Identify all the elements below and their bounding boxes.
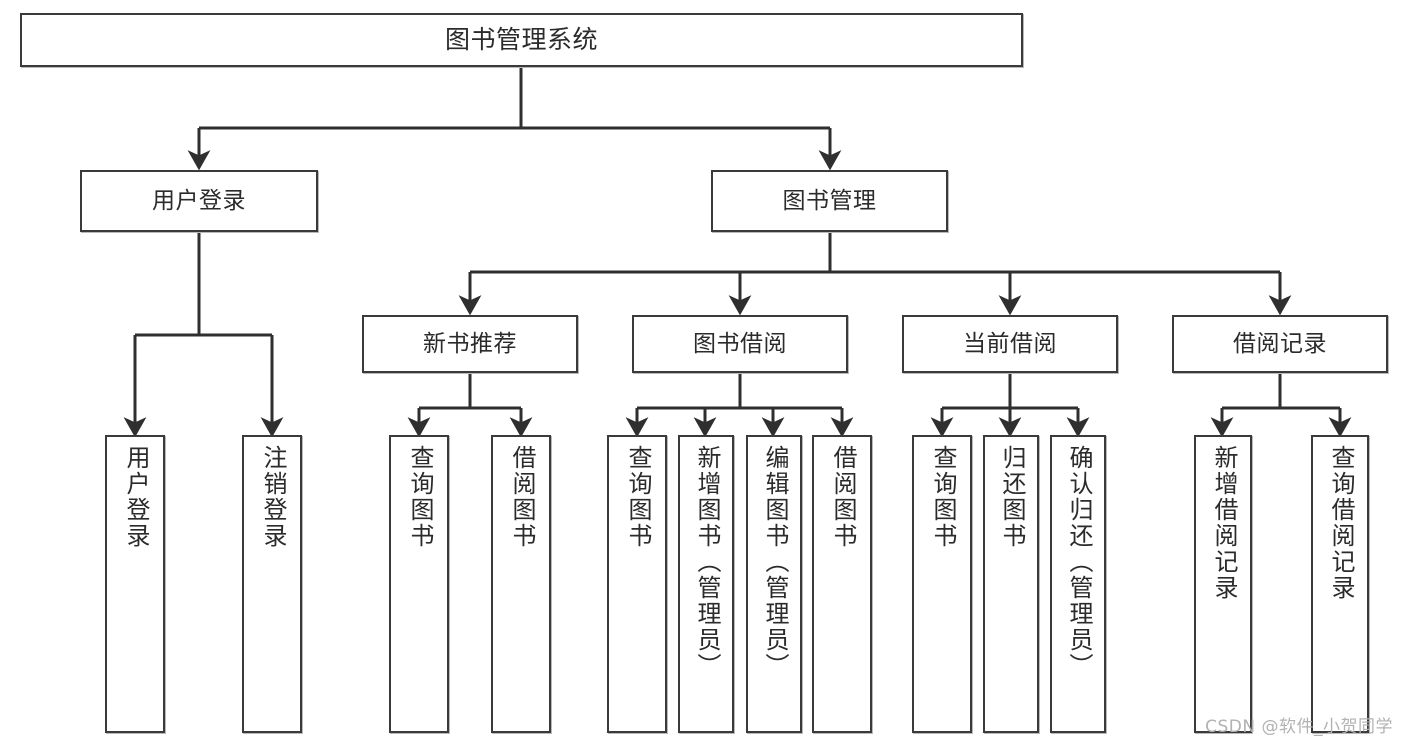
node-label: 借阅图书 — [828, 445, 857, 549]
node-borrow-record[interactable]: 借阅记录 — [1172, 315, 1388, 373]
node-leaf-add-record[interactable]: 新增借阅记录 — [1194, 435, 1252, 733]
node-label: 归还图书 — [997, 445, 1026, 549]
node-label: 查询借阅记录 — [1326, 445, 1355, 601]
node-label: 借阅记录 — [1233, 330, 1327, 357]
node-book-borrow[interactable]: 图书借阅 — [632, 315, 848, 373]
node-label: 新书推荐 — [423, 330, 517, 357]
node-label: 图书管理系统 — [444, 24, 598, 54]
node-leaf-query-book-2[interactable]: 查询图书 — [607, 435, 667, 733]
node-leaf-user-login[interactable]: 用户登录 — [105, 435, 165, 733]
node-leaf-query-record[interactable]: 查询借阅记录 — [1311, 435, 1369, 733]
node-user-login[interactable]: 用户登录 — [80, 170, 318, 232]
node-leaf-edit-book[interactable]: 编辑图书（管理员） — [746, 435, 802, 733]
node-label: 当前借阅 — [963, 330, 1057, 357]
node-leaf-return-book[interactable]: 归还图书 — [983, 435, 1039, 733]
node-label: 新增借阅记录 — [1209, 445, 1238, 601]
node-current-borrow[interactable]: 当前借阅 — [902, 315, 1118, 373]
node-label: 注销登录 — [258, 445, 287, 549]
node-root-system[interactable]: 图书管理系统 — [20, 13, 1023, 67]
node-label: 查询图书 — [623, 445, 652, 549]
node-leaf-confirm-return[interactable]: 确认归还（管理员） — [1050, 435, 1106, 733]
node-leaf-query-book-1[interactable]: 查询图书 — [389, 435, 449, 733]
node-label: 图书管理 — [782, 187, 877, 214]
node-leaf-borrow-book-2[interactable]: 借阅图书 — [812, 435, 872, 733]
node-leaf-add-book[interactable]: 新增图书（管理员） — [678, 435, 734, 733]
node-book-manage[interactable]: 图书管理 — [711, 170, 948, 232]
node-new-book-recommend[interactable]: 新书推荐 — [362, 315, 578, 373]
node-leaf-logout-login[interactable]: 注销登录 — [242, 435, 302, 733]
node-leaf-borrow-book-1[interactable]: 借阅图书 — [491, 435, 551, 733]
node-label: 查询图书 — [405, 445, 434, 549]
node-label: 用户登录 — [152, 187, 246, 214]
node-leaf-query-book-3[interactable]: 查询图书 — [912, 435, 972, 733]
node-label: 借阅图书 — [507, 445, 536, 549]
watermark-text: CSDN @软件_小贺同学 — [1205, 717, 1393, 737]
node-label: 新增图书（管理员） — [692, 445, 721, 679]
node-label: 编辑图书（管理员） — [760, 445, 789, 679]
node-label: 确认归还（管理员） — [1064, 445, 1093, 679]
node-label: 图书借阅 — [693, 330, 787, 357]
node-label: 用户登录 — [121, 445, 150, 549]
node-label: 查询图书 — [928, 445, 957, 549]
